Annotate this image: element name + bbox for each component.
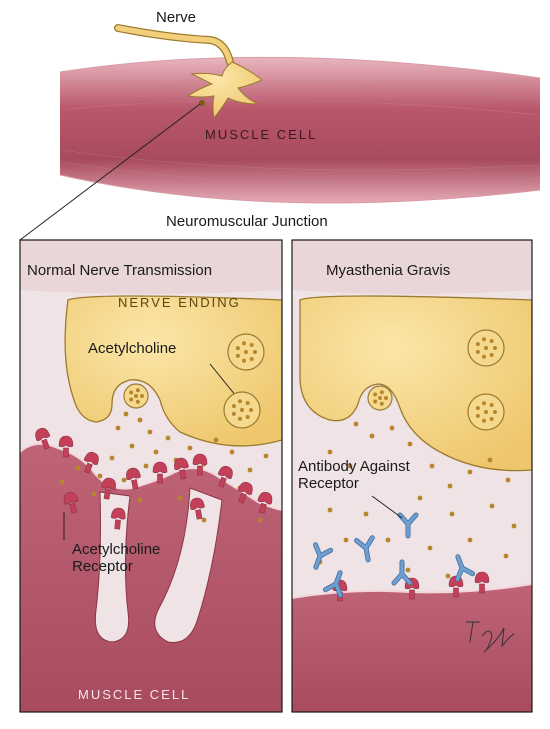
acetylcholine-receptor (126, 467, 141, 490)
acetylcholine-molecule (59, 479, 65, 485)
acetylcholine-molecule (143, 463, 149, 469)
acetylcholine-molecule (447, 483, 453, 489)
vesicle (227, 333, 265, 371)
acetylcholine-molecule (129, 443, 135, 449)
acetylcholine-receptor (237, 481, 253, 504)
acetylcholine-molecule (177, 495, 183, 501)
receptor-group (35, 427, 490, 602)
page-title: Neuromuscular Junction (166, 213, 328, 230)
acetylcholine-receptor (190, 497, 205, 520)
acetylcholine-molecule (327, 507, 333, 513)
acetylcholine-receptor (63, 491, 79, 514)
acetylcholine-molecule (385, 537, 391, 543)
acetylcholine-molecule (257, 517, 263, 523)
acetylcholine-molecule (109, 455, 115, 461)
antibody-group (313, 512, 476, 598)
acetylcholine-molecule (427, 545, 433, 551)
acetylcholine-molecule (369, 433, 375, 439)
vesicle-group (123, 329, 505, 431)
acetylcholine-receptor (101, 477, 116, 500)
acetylcholine-molecule (467, 469, 473, 475)
acetylcholine-molecule (153, 449, 159, 455)
acetylcholine-molecule (343, 537, 349, 543)
callout-line (19, 103, 201, 241)
antibody (455, 554, 476, 582)
acetylcholine-molecule (123, 411, 129, 417)
antibody (354, 535, 375, 563)
acetylcholine-molecule (505, 477, 511, 483)
acetylcholine-molecule (467, 537, 473, 543)
antibody (313, 542, 334, 570)
acetylcholine-receptor (257, 491, 273, 514)
vesicle (223, 391, 261, 429)
acetylcholine-molecule (97, 473, 103, 479)
nerve-ending-label: NERVE ENDING (118, 295, 241, 310)
acetylcholine-molecule (503, 553, 509, 559)
acetylcholine-molecule (137, 417, 143, 423)
top-nerve (114, 24, 263, 120)
antibody (397, 512, 419, 539)
acetylcholine-molecule (347, 463, 353, 469)
acetylcholine-molecule (353, 421, 359, 427)
acetylcholine-molecule (121, 477, 127, 483)
acetylcholine-molecule (115, 425, 121, 431)
acetylcholine-receptor (152, 461, 168, 484)
right-panel-heading: Myasthenia Gravis (326, 262, 451, 279)
vesicle (467, 393, 505, 431)
right-panel (291, 239, 533, 713)
acetylcholine-molecule (75, 465, 81, 471)
acetylcholine-molecule (429, 463, 435, 469)
acetylcholine-molecule (449, 511, 455, 517)
acetylcholine-molecule (489, 503, 495, 509)
acetylcholine-molecule (91, 491, 97, 497)
acetylcholine-molecule (263, 453, 269, 459)
vesicle (123, 383, 149, 409)
antibody (391, 559, 413, 586)
acetylcholine-receptor (110, 507, 126, 530)
acetylcholine-molecule (363, 511, 369, 517)
acetylcholine-molecule (137, 497, 143, 503)
acetylcholine-molecule (165, 435, 171, 441)
artist-signature (466, 621, 515, 653)
acetylcholine-molecule (511, 523, 517, 529)
acetylcholine-molecule (247, 467, 253, 473)
acetylcholine-receptor (58, 435, 74, 458)
antibody-label: Antibody Against Receptor (298, 458, 410, 493)
acetylcholine-receptor-label: Acetylcholine Receptor (72, 541, 161, 576)
acetylcholine-receptor (217, 465, 233, 488)
antibody (322, 570, 343, 598)
acetylcholine-molecule (417, 495, 423, 501)
acetylcholine-molecule (405, 567, 411, 573)
acetylcholine-molecule (201, 517, 207, 523)
acetylcholine-molecule (229, 449, 235, 455)
acetylcholine-molecule (213, 437, 219, 443)
acetylcholine-molecule (327, 449, 333, 455)
acetylcholine-receptor (174, 457, 189, 480)
left-panel-heading: Normal Nerve Transmission (27, 262, 213, 279)
acetylcholine-molecule (389, 425, 395, 431)
top-muscle-fiber (59, 56, 541, 204)
bottom-muscle-cell-label: MUSCLE CELL (78, 687, 191, 702)
acetylcholine-molecule (445, 573, 451, 579)
acetylcholine-molecule (487, 457, 493, 463)
vesicle (467, 329, 505, 367)
acetylcholine-label: Acetylcholine (88, 340, 177, 357)
top-muscle-cell-label: MUSCLE CELL (205, 127, 318, 142)
acetylcholine-molecule (407, 441, 413, 447)
nerve-label: Nerve (156, 9, 197, 26)
acetylcholine-receptor (192, 453, 208, 476)
acetylcholine-receptor (474, 571, 490, 594)
acetylcholine-receptor (35, 427, 51, 450)
acetylcholine-molecule (147, 429, 153, 435)
acetylcholine-receptor (83, 451, 99, 474)
acetylcholine-molecule (187, 445, 193, 451)
antibody-pointer (371, 495, 403, 519)
vesicle (367, 385, 393, 411)
